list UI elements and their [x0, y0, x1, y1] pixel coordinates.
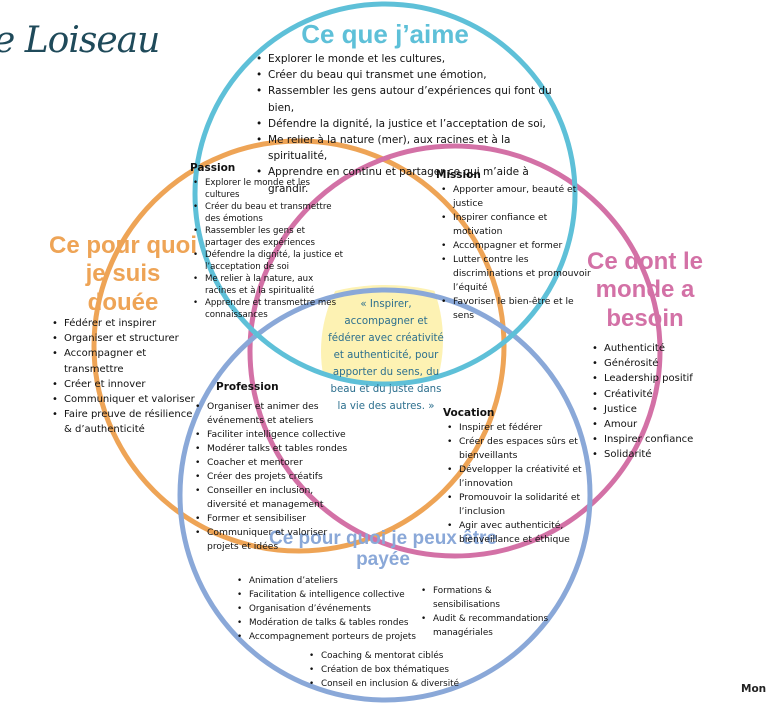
list-item: Communiquer et valoriser	[52, 392, 200, 407]
title-what-im-good-at: Ce pour quoi je suis douée	[49, 232, 197, 316]
list-item: Inspirer confiance et motivation	[441, 211, 593, 239]
list-item: Générosité	[592, 356, 702, 371]
list-item: Défendre la dignité, la justice et l’acc…	[193, 249, 343, 273]
list-item: Coacher et mentorer	[195, 456, 350, 470]
list-item: Création de box thématiques	[309, 663, 479, 677]
list-item: Créer des espaces sûrs et bienveillants	[447, 435, 582, 463]
list-paid-services-b: Formations & sensibilisationsAudit & rec…	[421, 584, 551, 640]
list-paid-services-a: Animation d’ateliersFacilitation & intel…	[237, 574, 437, 644]
list-item: Accompagnement porteurs de projets	[237, 630, 437, 644]
list-item: Favoriser le bien-être et le sens	[441, 295, 593, 323]
list-item: Conseil en inclusion & diversité	[309, 677, 479, 691]
list-item: Créer du beau qui transmet une émotion,	[256, 67, 556, 83]
list-item: Me relier à la nature, aux racines et à …	[193, 273, 343, 297]
heading-profession: Profession	[216, 381, 279, 393]
list-what-i-love: Explorer le monde et les cultures,Créer …	[256, 51, 556, 197]
list-item: Inspirer et fédérer	[447, 421, 582, 435]
list-item: Créativité	[592, 387, 702, 402]
list-item: Créer et innover	[52, 377, 200, 392]
heading-mission: Mission	[436, 169, 481, 181]
list-item: Communiquer et valoriser projets et idée…	[195, 526, 350, 554]
list-profession: Organiser et animer des événements et at…	[195, 400, 350, 554]
list-item: Authenticité	[592, 341, 702, 356]
list-item: Accompagner et former	[441, 239, 593, 253]
list-item: Animation d’ateliers	[237, 574, 437, 588]
list-item: Explorer le monde et les cultures,	[256, 51, 556, 67]
list-item: Apprendre et transmettre mes connaissanc…	[193, 297, 343, 321]
list-mission: Apporter amour, beauté et justiceInspire…	[441, 183, 593, 323]
list-vocation: Inspirer et fédérerCréer des espaces sûr…	[447, 421, 582, 547]
list-item: Lutter contre les discriminations et pro…	[441, 253, 593, 295]
list-item: Promouvoir la solidarité et l’inclusion	[447, 491, 582, 519]
list-item: Modération de talks & tables rondes	[237, 616, 437, 630]
title-what-world-needs: Ce dont le monde a besoin	[586, 248, 703, 332]
list-item: Inspirer confiance	[592, 432, 702, 447]
ikigai-center-statement: « Inspirer, accompagner et fédérer avec …	[328, 299, 444, 412]
list-item: Organisation d’événements	[237, 602, 437, 616]
list-item: Accompagner et transmettre	[52, 346, 200, 376]
circle-bottom	[177, 287, 593, 703]
list-paid-services-c: Coaching & mentorat ciblésCréation de bo…	[309, 649, 479, 691]
list-item: Développer la créativité et l’innovation	[447, 463, 582, 491]
heading-passion: Passion	[190, 162, 236, 174]
list-item: Rassembler les gens autour d’expériences…	[256, 83, 556, 115]
list-item: Audit & recommandations managériales	[421, 612, 551, 640]
list-item: Modérer talks et tables rondes	[195, 442, 350, 456]
list-item: Créer du beau et transmettre des émotion…	[193, 201, 343, 225]
list-passion: Explorer le monde et les culturesCréer d…	[193, 177, 343, 321]
list-item: Solidarité	[592, 447, 702, 462]
list-item: Me relier à la nature (mer), aux racines…	[256, 132, 556, 164]
heading-vocation: Vocation	[443, 407, 495, 419]
list-item: Explorer le monde et les cultures	[193, 177, 343, 201]
list-item: Formations & sensibilisations	[421, 584, 551, 612]
list-what-world-needs: AuthenticitéGénérositéLeadership positif…	[592, 341, 702, 463]
list-item: Rassembler les gens et partager des expé…	[193, 225, 343, 249]
list-item: Agir avec authenticité, bienveillance et…	[447, 519, 582, 547]
list-item: Amour	[592, 417, 702, 432]
list-item: Organiser et animer des événements et at…	[195, 400, 350, 428]
list-item: Apporter amour, beauté et justice	[441, 183, 593, 211]
list-item: Faire preuve de résilience & d’authentic…	[52, 407, 200, 437]
list-what-im-good-at: Fédérer et inspirerOrganiser et structur…	[52, 316, 200, 438]
list-item: Conseiller en inclusion, diversité et ma…	[195, 484, 350, 512]
list-item: Leadership positif	[592, 371, 702, 386]
corner-caption: Mon I	[741, 683, 768, 695]
logo: e Loiseau	[0, 20, 160, 61]
title-what-i-love: Ce que j’aime	[301, 19, 469, 49]
list-item: Justice	[592, 402, 702, 417]
list-item: Faciliter intelligence collective	[195, 428, 350, 442]
list-item: Fédérer et inspirer	[52, 316, 200, 331]
list-item: Facilitation & intelligence collective	[237, 588, 437, 602]
list-item: Coaching & mentorat ciblés	[309, 649, 479, 663]
list-item: Former et sensibiliser	[195, 512, 350, 526]
list-item: Organiser et structurer	[52, 331, 200, 346]
list-item: Créer des projets créatifs	[195, 470, 350, 484]
list-item: Défendre la dignité, la justice et l’acc…	[256, 116, 556, 132]
